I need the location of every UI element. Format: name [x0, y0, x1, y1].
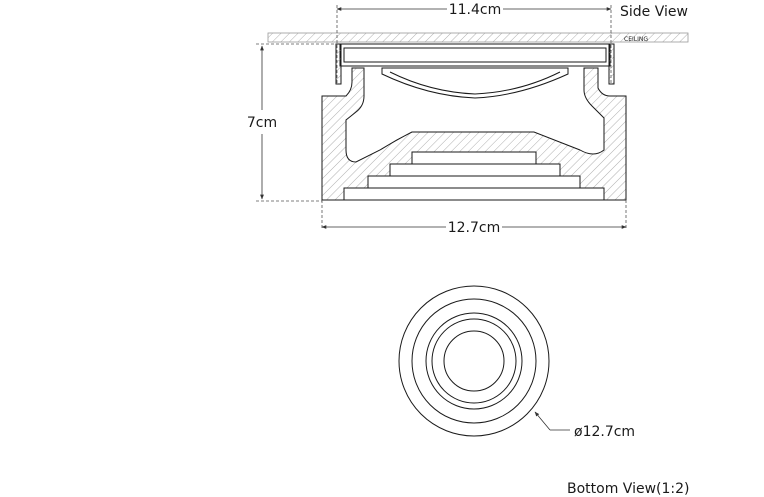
bottom-view: ø12.7cm Bottom View(1:2)	[398, 285, 689, 497]
diameter-label: ø12.7cm	[574, 424, 635, 440]
concentric-rings	[398, 285, 550, 437]
fixture-body	[321, 43, 627, 201]
top-width-label: 11.4cm	[449, 2, 502, 18]
base-width-dimension: 12.7cm	[321, 200, 627, 236]
diameter-leader: ø12.7cm	[534, 411, 635, 440]
base-width-label: 12.7cm	[448, 220, 501, 236]
height-dimension: 7cm	[247, 43, 340, 202]
ceiling-label: CEILING	[624, 36, 648, 43]
ceiling-strip: CEILING	[267, 32, 689, 43]
side-view-title: Side View	[620, 4, 688, 20]
side-view: Side View CEILING 11.4cm 7cm	[247, 2, 689, 236]
height-label: 7cm	[247, 115, 277, 131]
bottom-view-title: Bottom View(1:2)	[567, 481, 689, 497]
